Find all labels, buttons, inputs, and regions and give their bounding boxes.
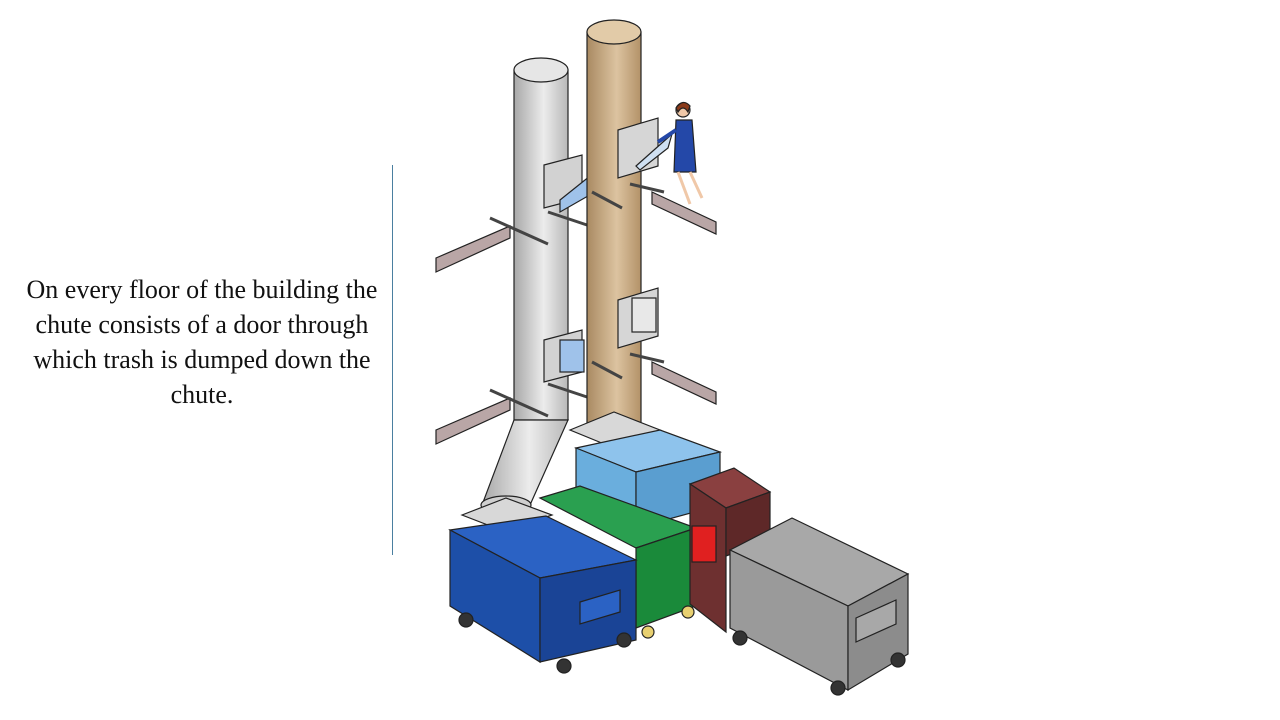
chute-door-right-upper[interactable]: [591, 117, 674, 210]
chute-door-right-lower[interactable]: [591, 287, 665, 380]
bin-blue: [448, 515, 638, 674]
chute-door-left-lower[interactable]: [489, 329, 591, 418]
floor-band-lower-left: [435, 397, 511, 445]
chute-right: [568, 19, 662, 449]
bin-green: [538, 485, 698, 639]
floor-band-upper-right: [651, 191, 717, 235]
person-figure: [656, 101, 704, 205]
floor-band-upper-left: [435, 225, 511, 273]
divider-line: [392, 165, 393, 555]
slide-caption: On every floor of the building the chute…: [26, 275, 378, 409]
bin-gray: [728, 517, 910, 696]
chute-left: [460, 57, 569, 533]
trash-chute-illustration: [435, 19, 910, 696]
floor-band-lower-right: [651, 361, 717, 405]
